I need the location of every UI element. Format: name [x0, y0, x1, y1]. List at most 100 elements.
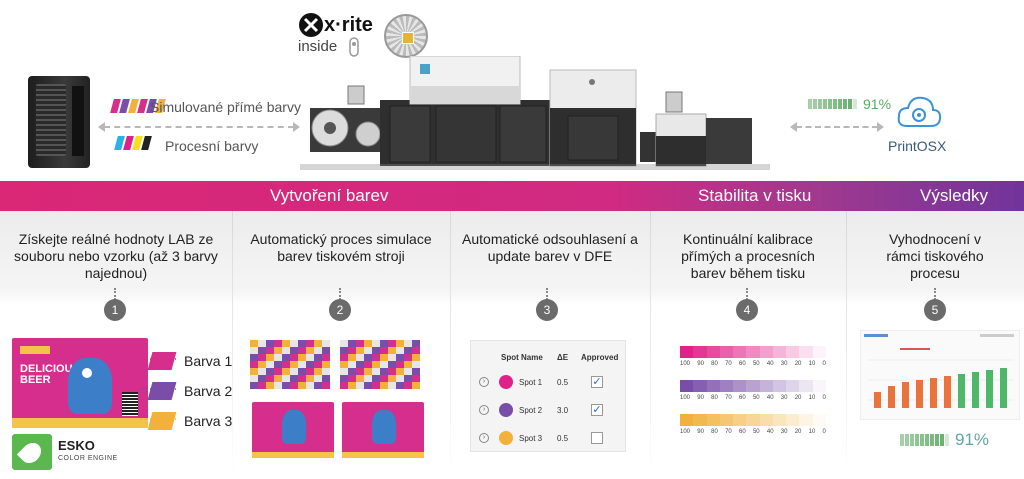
calibration-tick-label: 100: [680, 361, 691, 367]
simulation-patch: [404, 347, 412, 354]
barva-3-chip: [147, 412, 177, 430]
step-connector: [339, 288, 341, 300]
approved-header: Approved: [581, 353, 619, 362]
barva-3-label: Barva 3: [184, 413, 233, 429]
simulation-patch: [322, 347, 330, 354]
simulation-patch: [412, 347, 420, 354]
step-column-4: Kontinuální kalibrace přímých a procesní…: [650, 211, 846, 479]
spot-2-approved-checkbox[interactable]: ✓: [591, 404, 603, 416]
simulation-patch: [314, 375, 322, 382]
top-status: 91%: [808, 96, 891, 112]
spot-3-color: [499, 431, 513, 445]
status-bar-segment: [920, 434, 924, 446]
simulation-patch: [306, 375, 314, 382]
step-3-number: 3: [536, 299, 558, 321]
simulation-patch: [314, 368, 322, 375]
calibration-tick-label: 40: [766, 395, 774, 401]
calibration-tick-label: 60: [739, 429, 746, 435]
xrite-logo: x·rite inside: [298, 8, 382, 58]
spot-3-approved-checkbox[interactable]: [591, 432, 603, 444]
simulation-patch: [372, 375, 380, 382]
spot-1-approved-checkbox[interactable]: ✓: [591, 376, 603, 388]
simulation-patch: [322, 340, 330, 347]
calibration-tick-label: 20: [794, 395, 802, 401]
simulation-patch: [340, 368, 348, 375]
calibration-patch: [693, 346, 707, 358]
calibration-tick-label: 0: [822, 429, 826, 435]
status-bar-segment: [843, 99, 847, 109]
calibration-tick-label: 0: [822, 361, 826, 367]
calibration-tick-label: 70: [725, 395, 732, 401]
calibration-tick-label: 10: [808, 361, 816, 367]
process-banner: [0, 181, 1024, 211]
expand-row-icon[interactable]: ›: [479, 433, 489, 443]
simulation-patch: [306, 361, 314, 368]
spectrophotometer-icon: [384, 14, 428, 58]
simulation-patch: [412, 382, 420, 389]
simulation-patch: [250, 382, 258, 389]
simulation-patch: [356, 347, 364, 354]
spot-3-delta-e: 0.5: [557, 434, 569, 443]
simulation-patch: [404, 368, 412, 375]
calibration-patch: [680, 414, 694, 426]
calibration-tick-label: 60: [739, 361, 746, 367]
simulation-patch: [298, 354, 306, 361]
simulation-patch: [274, 375, 282, 382]
simulation-patch: [306, 340, 314, 347]
barva-2-label: Barva 2: [184, 383, 233, 399]
bottom-status-bars: [900, 434, 949, 446]
step-connector: [746, 288, 748, 300]
expand-row-icon[interactable]: ›: [479, 405, 489, 415]
status-bar-segment: [940, 434, 944, 446]
simulation-patch: [372, 382, 380, 389]
xrite-x-icon: [299, 13, 323, 37]
simulation-patch: [388, 375, 396, 382]
simulation-patch: [356, 361, 364, 368]
column-divider: [650, 211, 651, 479]
simulation-patch: [274, 382, 282, 389]
violet-calibration-strip: [680, 380, 826, 392]
calibration-tick-label: 90: [697, 395, 704, 401]
calibration-patch: [759, 414, 773, 426]
simulation-patch: [290, 340, 298, 347]
step-2-number: 2: [329, 299, 351, 321]
simulation-patch: [412, 375, 420, 382]
simulation-patch: [282, 347, 290, 354]
simulation-patch: [364, 340, 372, 347]
simulation-patch: [258, 375, 266, 382]
simulation-patch: [274, 347, 282, 354]
yellow-calibration-strip: [680, 414, 826, 426]
simulation-patch: [340, 361, 348, 368]
expand-row-icon[interactable]: ›: [479, 377, 489, 387]
calibration-patch: [812, 380, 826, 392]
banner-section-print-stability: Stabilita v tisku: [698, 186, 812, 205]
status-bar-segment: [818, 99, 822, 109]
simulation-patch: [250, 340, 258, 347]
calibration-patch: [799, 380, 813, 392]
calibration-patch: [799, 414, 813, 426]
magenta-calibration-strip: [680, 346, 826, 358]
simulation-patch: [266, 354, 274, 361]
simulation-patch: [290, 368, 298, 375]
simulation-patch: [258, 354, 266, 361]
calibration-patch: [693, 380, 707, 392]
top-status-bars: [808, 99, 857, 109]
status-bar-segment: [905, 434, 909, 446]
simulation-patch: [250, 368, 258, 375]
calibration-tick-label: 10: [808, 429, 816, 435]
calibration-tick-label: 80: [711, 361, 718, 367]
simulation-patch: [388, 361, 396, 368]
simulation-patch: [388, 354, 396, 361]
step-connector: [546, 288, 548, 300]
simulation-patch: [380, 361, 388, 368]
calibration-patch: [706, 414, 720, 426]
simulation-patch: [396, 354, 404, 361]
press-printos-arrow: [790, 122, 884, 132]
simulation-patch: [274, 368, 282, 375]
simulation-patch: [258, 361, 266, 368]
simulation-patch: [250, 361, 258, 368]
simulation-patch: [282, 375, 290, 382]
simulation-patch: [364, 361, 372, 368]
color-simulation-grid: [340, 340, 420, 389]
